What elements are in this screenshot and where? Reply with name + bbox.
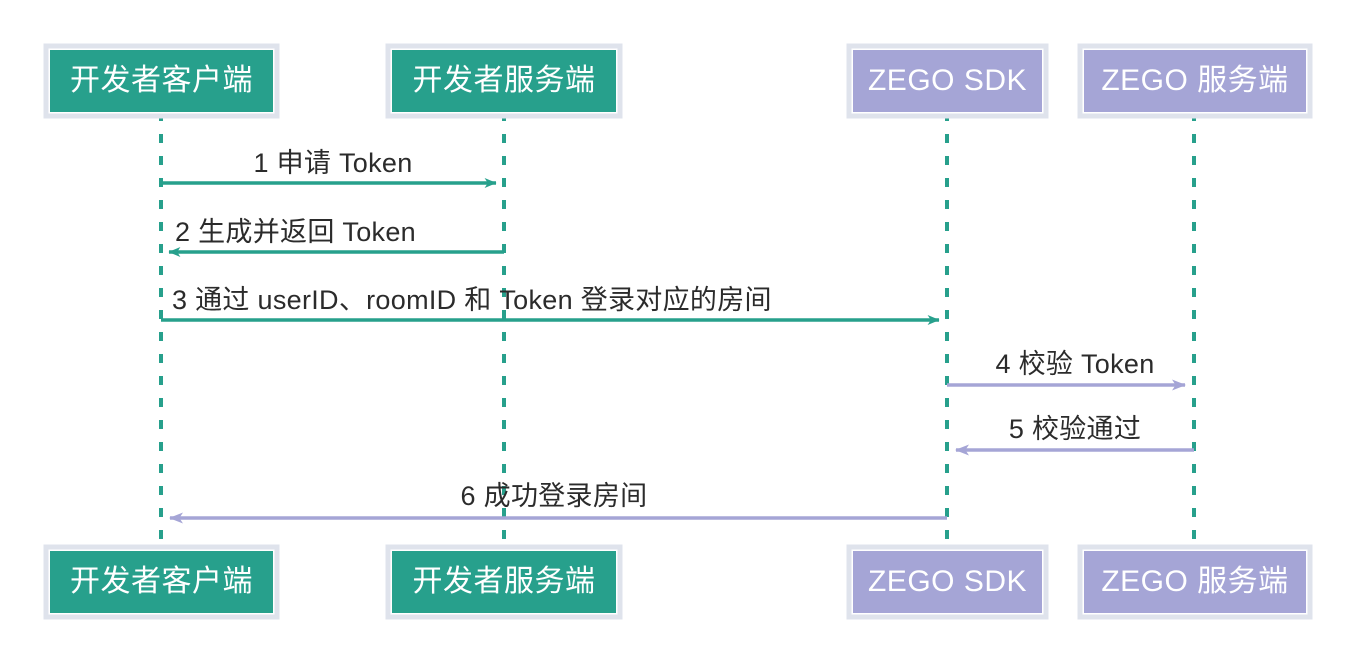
participant-box-fill <box>50 50 273 112</box>
message-2-label: 2 生成并返回 Token <box>175 217 416 247</box>
message-3[interactable]: 3 通过 userID、roomID 和 Token 登录对应的房间 <box>161 285 940 325</box>
message-3-label: 3 通过 userID、roomID 和 Token 登录对应的房间 <box>172 285 772 315</box>
message-1[interactable]: 1 申请 Token <box>161 148 497 188</box>
participant-box-zego-sdk-top[interactable]: ZEGO SDK <box>846 43 1049 119</box>
participant-label-dev-server-bottom: 开发者服务端 <box>413 565 596 598</box>
message-2[interactable]: 2 生成并返回 Token <box>168 217 504 257</box>
messages-group: 1 申请 Token 2 生成并返回 Token 3 通过 userID、roo… <box>161 148 1194 524</box>
participant-box-fill <box>1084 551 1306 613</box>
message-4[interactable]: 4 校验 Token <box>947 349 1186 391</box>
participant-box-dev-server-bottom[interactable]: 开发者服务端 <box>385 544 623 620</box>
participant-label-zego-sdk-bottom: ZEGO SDK <box>868 565 1027 598</box>
message-6[interactable]: 6 成功登录房间 <box>169 481 947 524</box>
participant-box-fill <box>1084 50 1306 112</box>
message-5-label: 5 校验通过 <box>1009 414 1141 444</box>
participant-box-fill <box>392 50 616 112</box>
message-6-label: 6 成功登录房间 <box>461 481 648 511</box>
message-1-label: 1 申请 Token <box>253 148 412 178</box>
participant-box-zego-server-top[interactable]: ZEGO 服务端 <box>1077 43 1313 119</box>
lifelines-group <box>159 112 1196 551</box>
participant-box-fill <box>853 50 1042 112</box>
participant-label-zego-server-top: ZEGO 服务端 <box>1101 64 1288 97</box>
participant-label-zego-server-bottom: ZEGO 服务端 <box>1101 565 1288 598</box>
participant-box-dev-client-bottom[interactable]: 开发者客户端 <box>43 544 280 620</box>
participant-box-fill <box>50 551 273 613</box>
participant-label-dev-client-top: 开发者客户端 <box>70 64 253 97</box>
message-5[interactable]: 5 校验通过 <box>955 414 1194 456</box>
message-4-label: 4 校验 Token <box>995 349 1154 379</box>
participant-boxes-top: 开发者客户端 开发者服务端 ZEGO SDK ZEGO 服务端 <box>43 43 1313 119</box>
participant-label-zego-sdk-top: ZEGO SDK <box>868 64 1027 97</box>
participant-box-zego-server-bottom[interactable]: ZEGO 服务端 <box>1077 544 1313 620</box>
participant-label-dev-server-top: 开发者服务端 <box>413 64 596 97</box>
participant-boxes-bottom: 开发者客户端 开发者服务端 ZEGO SDK ZEGO 服务端 <box>43 544 1313 620</box>
participant-label-dev-client-bottom: 开发者客户端 <box>70 565 253 598</box>
participant-box-zego-sdk-bottom[interactable]: ZEGO SDK <box>846 544 1049 620</box>
participant-box-fill <box>853 551 1042 613</box>
participant-box-dev-client-top[interactable]: 开发者客户端 <box>43 43 280 119</box>
participant-box-dev-server-top[interactable]: 开发者服务端 <box>385 43 623 119</box>
participant-box-fill <box>392 551 616 613</box>
